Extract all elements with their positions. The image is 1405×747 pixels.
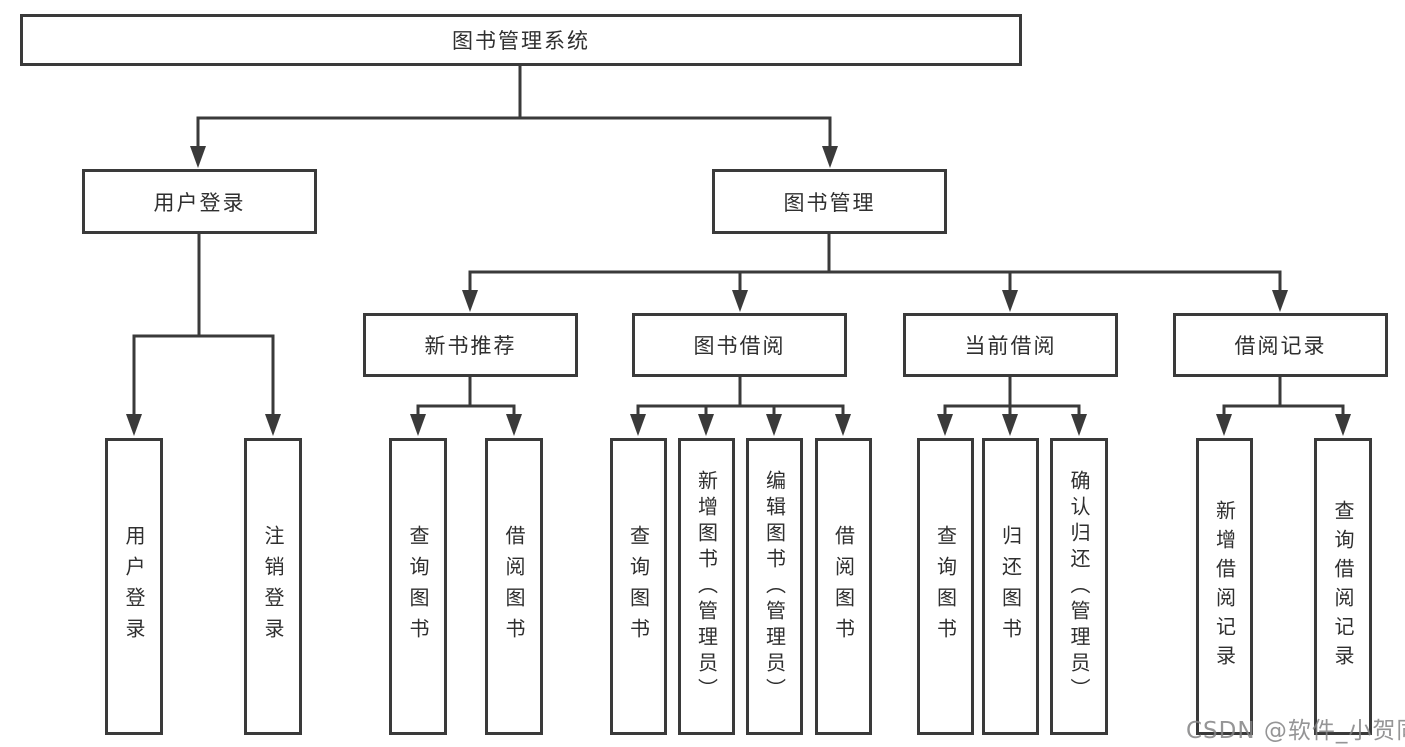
- leaf-query-books-borrow: 查询图书: [610, 438, 667, 735]
- node-new-book-recommend: 新书推荐: [363, 313, 578, 377]
- leaf-user-login: 用户登录: [105, 438, 163, 735]
- node-user-login: 用户登录: [82, 169, 317, 234]
- leaf-edit-books-admin: 编辑图书（管理员）: [746, 438, 803, 735]
- watermark: CSDN @软件_小贺同学: [1186, 718, 1405, 744]
- leaf-logout-login: 注销登录: [244, 438, 302, 735]
- leaf-borrow-books-recommend: 借阅图书: [485, 438, 543, 735]
- leaf-return-books: 归还图书: [982, 438, 1039, 735]
- node-current-borrow: 当前借阅: [903, 313, 1118, 377]
- leaf-borrow-books: 借阅图书: [815, 438, 872, 735]
- leaf-query-books-current: 查询图书: [917, 438, 974, 735]
- node-book-management: 图书管理: [712, 169, 947, 234]
- leaf-query-borrow-record: 查询借阅记录: [1314, 438, 1372, 735]
- leaf-confirm-return-admin: 确认归还（管理员）: [1050, 438, 1108, 735]
- leaf-query-books-recommend: 查询图书: [389, 438, 447, 735]
- leaf-add-books-admin: 新增图书（管理员）: [678, 438, 735, 735]
- leaf-add-borrow-record: 新增借阅记录: [1196, 438, 1253, 735]
- node-book-borrow: 图书借阅: [632, 313, 847, 377]
- node-library-system: 图书管理系统: [20, 14, 1022, 66]
- node-borrow-records: 借阅记录: [1173, 313, 1388, 377]
